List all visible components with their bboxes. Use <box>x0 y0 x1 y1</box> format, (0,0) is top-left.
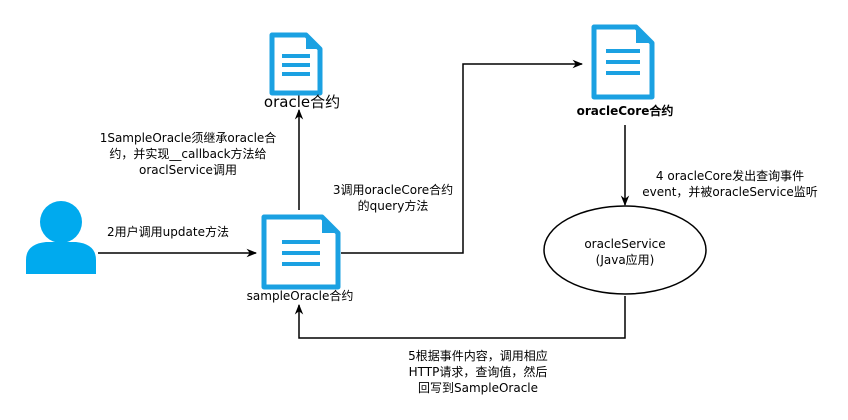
step1-line3: oraclService调用 <box>139 163 237 177</box>
oracle-service-label: oracleService (Java应用) <box>565 236 685 268</box>
step4-line1: 4 oracleCore发出查询事件 <box>655 169 805 183</box>
connector-oracleservice-to-sampleoracle <box>294 296 626 339</box>
oracle-service-node <box>543 205 707 295</box>
sampleoracle-contract-title: sampleOracle合约 <box>246 289 354 303</box>
step1-line2: 约，并实现__callback方法给 <box>109 147 267 161</box>
step1-line1: 1SampleOracle须继承oracle合 <box>99 131 277 145</box>
connector-sampleoracle-to-oraclecore <box>341 59 584 254</box>
oracle-service-subtitle: (Java应用) <box>595 253 655 267</box>
step3-line1: 3调用oracleCore合约 <box>332 183 454 197</box>
step4-line2: event，并被oracleService监听 <box>642 185 818 199</box>
step5-label: 5根据事件内容，调用相应 HTTP请求，查询值，然后 回写到SampleOrac… <box>396 348 560 396</box>
step2-line1: 2用户调用update方法 <box>107 225 229 239</box>
sampleoracle-contract-document-icon <box>261 214 341 290</box>
step5-line1: 5根据事件内容，调用相应 <box>408 349 548 363</box>
step2-label: 2用户调用update方法 <box>98 224 238 240</box>
user-icon <box>26 201 96 274</box>
oraclecore-contract-document-icon <box>591 24 655 100</box>
oracle-contract-title: oracle合约 <box>263 93 341 111</box>
step3-label: 3调用oracleCore合约 的query方法 <box>326 182 460 214</box>
step5-line2: HTTP请求，查询值，然后 <box>408 365 548 379</box>
step3-line2: 的query方法 <box>357 199 429 213</box>
step5-line3: 回写到SampleOracle <box>417 381 539 395</box>
oracle-service-name: oracleService <box>584 237 666 251</box>
oracle-contract-document-icon <box>269 32 323 96</box>
oraclecore-contract-title: oracleCore合约 <box>576 104 674 118</box>
step1-label: 1SampleOracle须继承oracle合 约，并实现__callback方… <box>95 130 281 178</box>
step4-label: 4 oracleCore发出查询事件 event，并被oracleService… <box>632 168 828 200</box>
